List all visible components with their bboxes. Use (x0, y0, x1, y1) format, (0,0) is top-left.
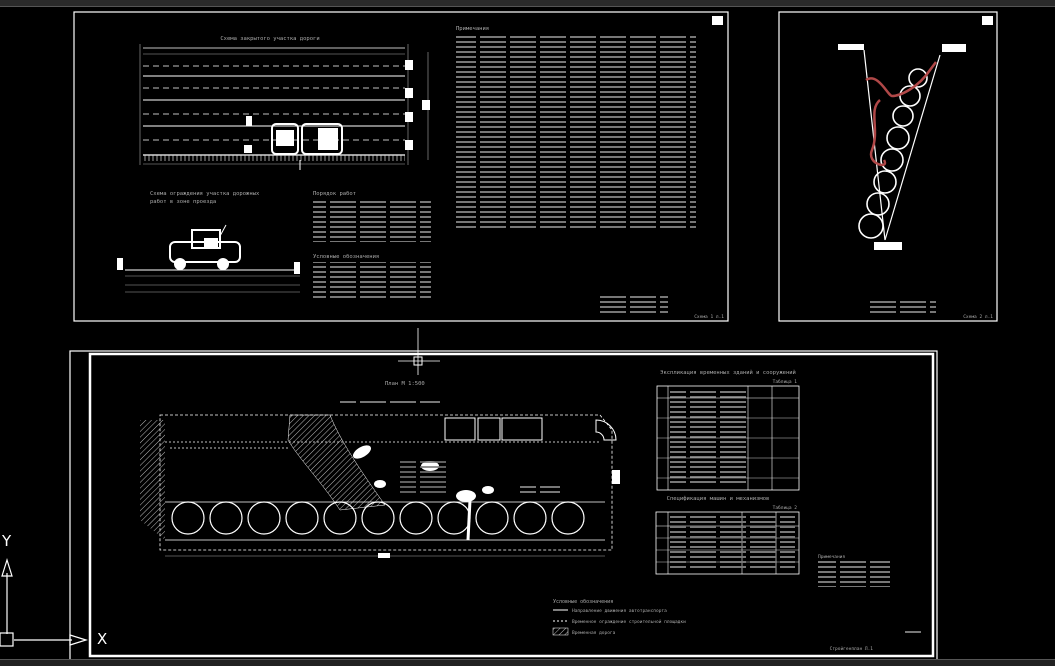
sheet3-legend-title: Условные обозначения (553, 598, 613, 605)
ucs-icon (0, 557, 89, 647)
sheet3-stamp: Стройгенплан Л.1 (830, 646, 874, 652)
sheet-3[interactable]: План М 1:500 (69, 328, 938, 661)
application-bottom-edge (0, 659, 1055, 666)
ucs-x-label: X (97, 630, 108, 648)
sheet1-plan-title: Схема закрытого участка дороги (220, 36, 319, 42)
table2-title: Спецификация машин и механизмов (667, 496, 770, 502)
table1-caption: Таблица 1 (773, 378, 798, 385)
legend-item-2: Временное ограждение строительной площад… (572, 619, 686, 625)
sheet1-scheme-title: Схема ограждения участка дорожных (150, 191, 260, 197)
sheet1-stamp: Схема 1 л.1 (694, 314, 724, 320)
legend-item-3: Временная дорога (572, 630, 616, 636)
sheet-2[interactable]: Схема 2 л.1 (778, 11, 998, 322)
sheet-1[interactable]: Схема закрытого участка дороги Схема огр… (73, 11, 729, 322)
sheet1-work-order-title: Порядок работ (313, 190, 356, 197)
ucs-y-label: Y (2, 532, 12, 550)
application-top-edge (0, 0, 1055, 7)
table1-title: Экспликация временных зданий и сооружени… (660, 370, 796, 376)
sheet3-notes-title: Примечания (818, 554, 845, 560)
sheet1-notes-title: Примечания (456, 26, 489, 32)
sheet3-plan-title: План М 1:500 (385, 381, 425, 387)
legend-item-1: Направление движения автотранспорта (572, 608, 667, 614)
sheet2-stamp: Схема 2 л.1 (963, 314, 993, 320)
svg-text:работ в зоне проезда: работ в зоне проезда (150, 198, 216, 205)
table2-caption: Таблица 2 (773, 504, 798, 511)
sheet1-legend-title: Условные обозначения (313, 253, 379, 260)
